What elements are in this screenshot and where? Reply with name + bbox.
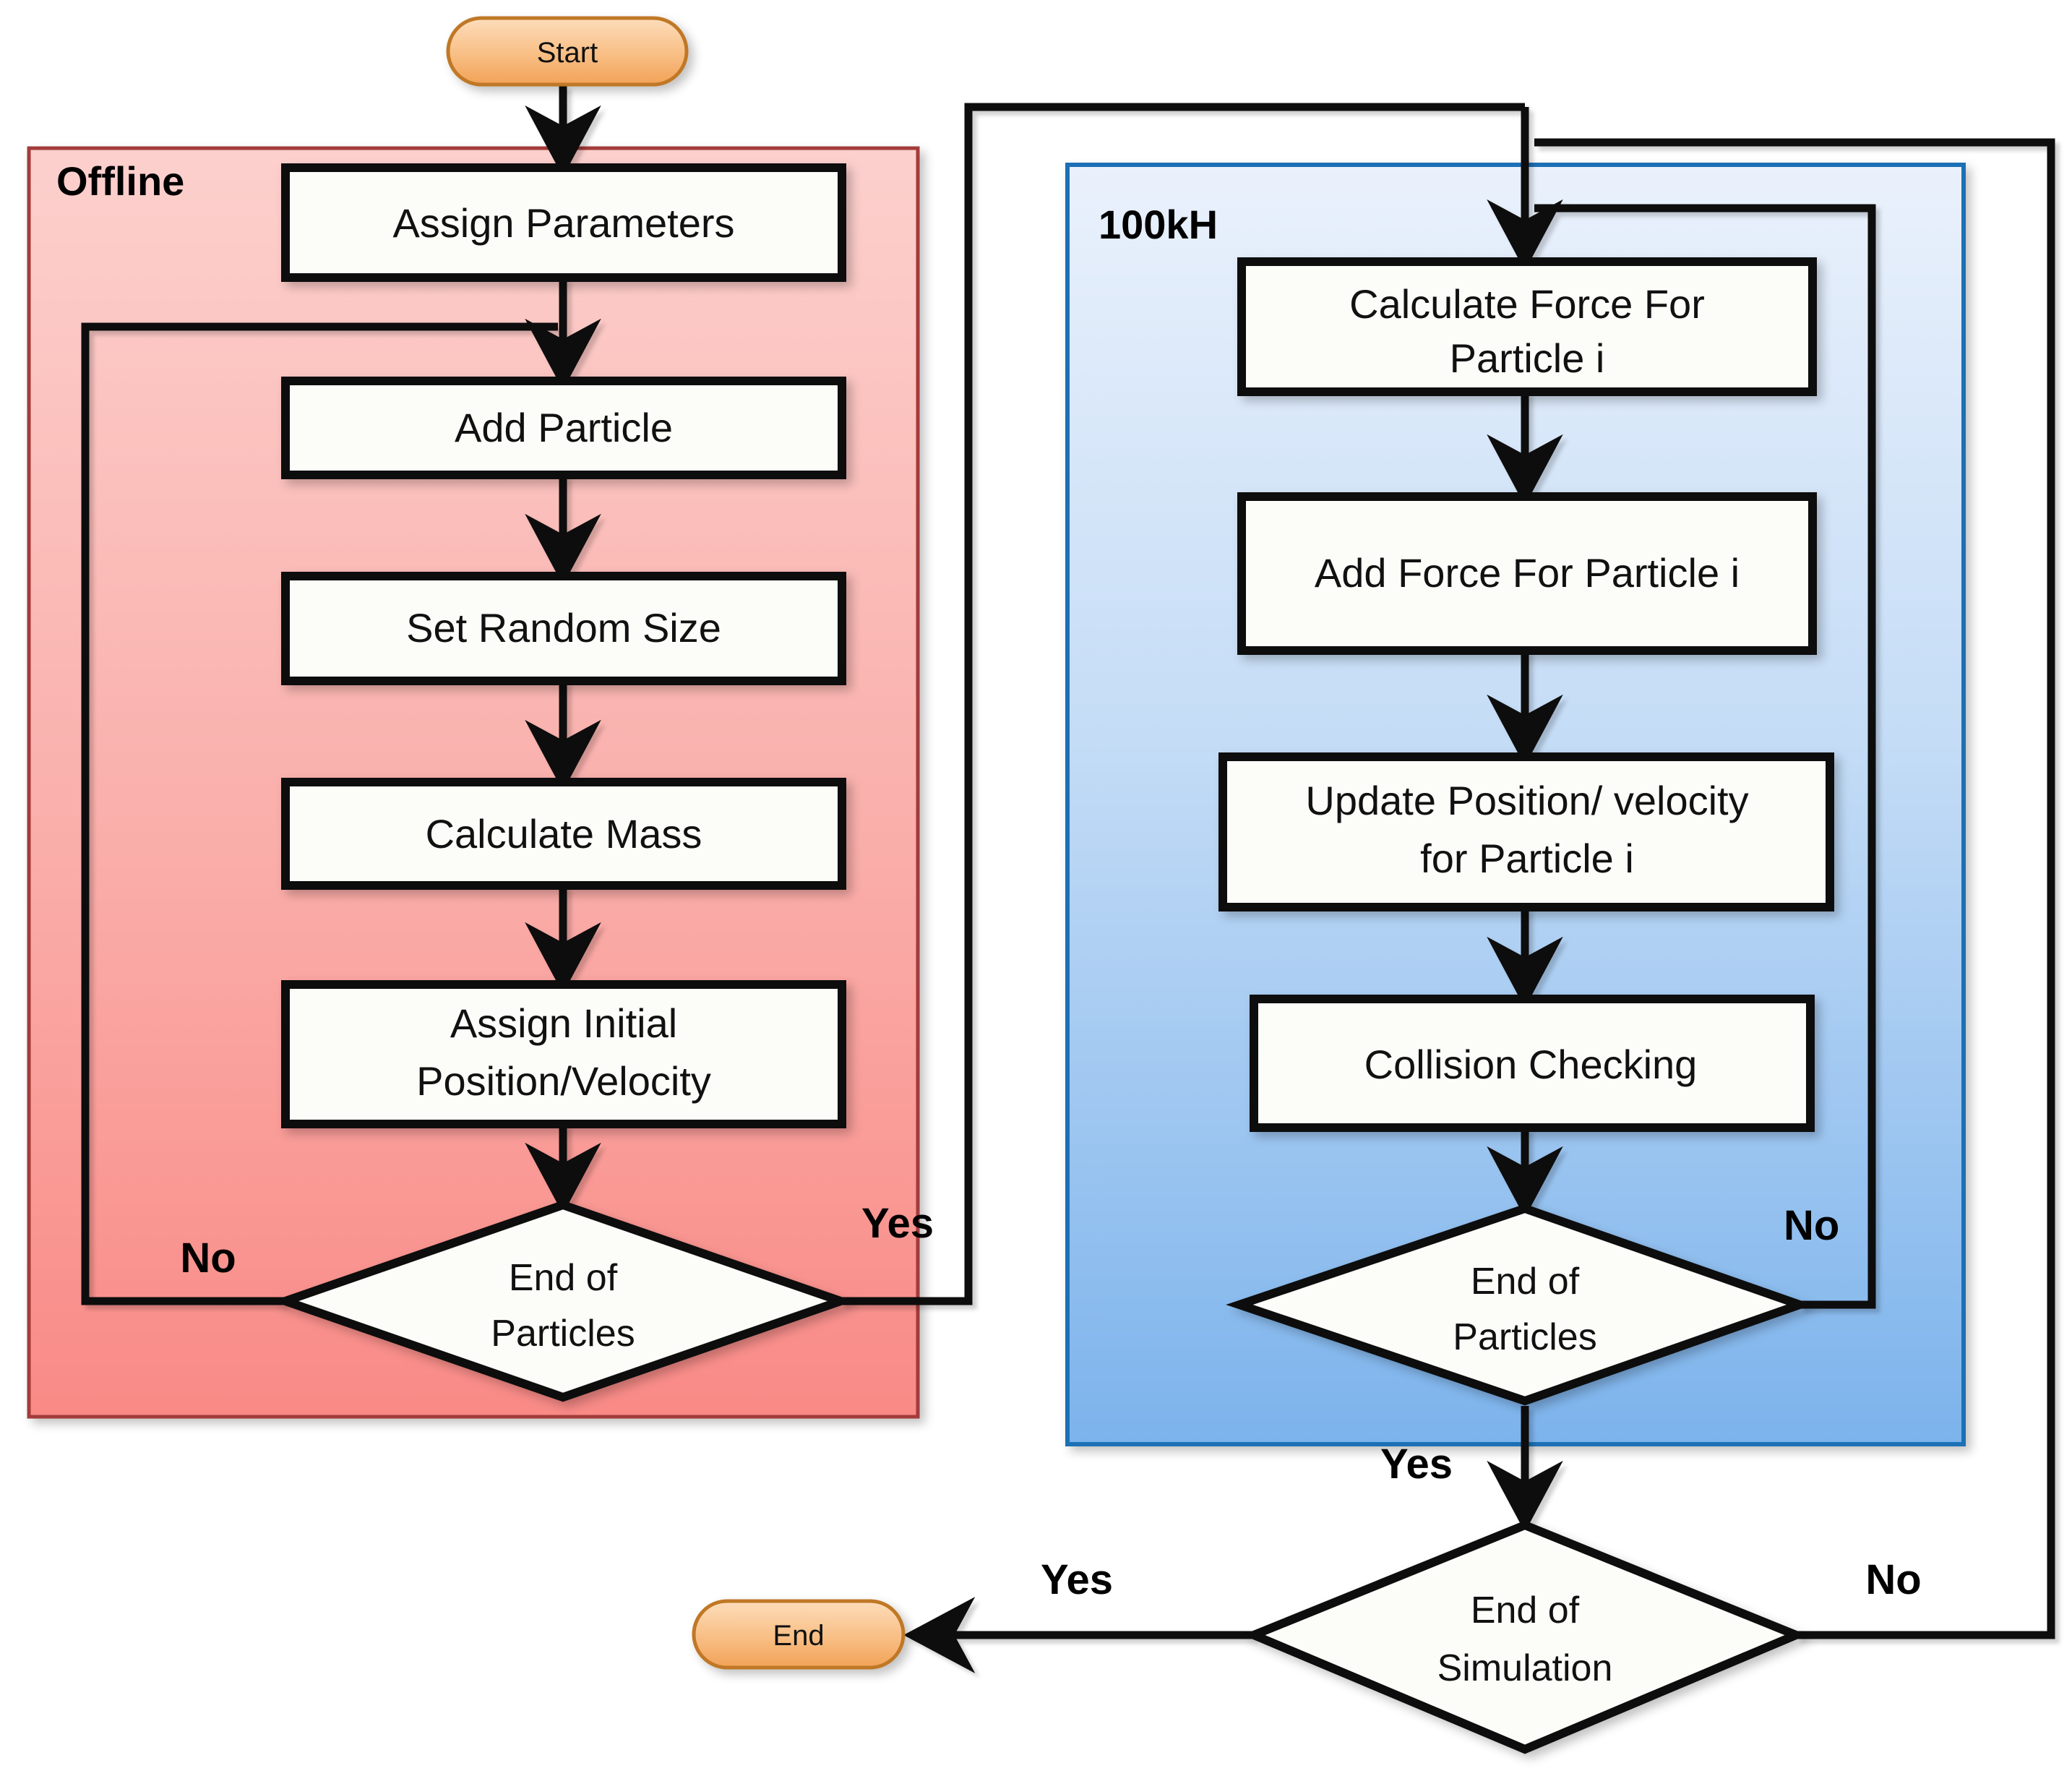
terminator-end-label: End (773, 1620, 824, 1652)
process-add-particle-label: Add Particle (455, 405, 673, 450)
edge-simulation-no-loopback (1534, 138, 2055, 1639)
edge-label-realtime-particles-no: No (1784, 1202, 1839, 1249)
decision-end-of-simulation: End of Simulation (1242, 1520, 1807, 1754)
group-label-offline: Offline (56, 158, 184, 204)
process-calculate-force-for-particle-i: Calculate Force For Particle i (1237, 257, 1817, 396)
process-assign-parameters-label: Assign Parameters (392, 200, 734, 246)
connector-layer (81, 85, 2055, 1673)
process-calculate-force-line2: Particle i (1450, 335, 1605, 381)
group-label-realtime: 100kH (1099, 202, 1218, 247)
edge-label-offline-particles-no: No (180, 1235, 236, 1282)
process-add-force-for-particle-i: Add Force For Particle i (1237, 492, 1817, 655)
process-update-position-velocity-for-particle-i: Update Position/ velocity for Particle i (1218, 752, 1834, 911)
process-calculate-force-line1: Calculate Force For (1349, 281, 1705, 327)
process-assign-initial-line2: Position/Velocity (416, 1058, 711, 1104)
terminator-start: Start (446, 16, 689, 87)
terminator-end: End (692, 1599, 906, 1670)
process-add-force-label: Add Force For Particle i (1315, 550, 1740, 596)
edge-offline-no-loopback (81, 322, 558, 1305)
process-update-position-line1: Update Position/ velocity (1305, 778, 1748, 823)
process-update-position-line2: for Particle i (1420, 836, 1634, 881)
decision-offline-label-line1: End of (509, 1257, 618, 1299)
process-assign-parameters: Assign Parameters (281, 163, 846, 282)
edge-offline-yes-to-realtime (841, 103, 1525, 1305)
edge-label-realtime-particles-yes: Yes (1380, 1441, 1453, 1488)
decision-realtime-label-line2: Particles (1453, 1316, 1596, 1358)
process-calculate-mass: Calculate Mass (281, 778, 846, 890)
decision-offline-label-line2: Particles (491, 1313, 635, 1355)
decision-simulation-label-line1: End of (1471, 1590, 1580, 1631)
decision-offline-end-of-particles: End of Particles (272, 1200, 854, 1402)
edge-label-simulation-yes: Yes (1041, 1556, 1113, 1603)
process-set-random-size: Set Random Size (281, 572, 846, 685)
decision-simulation-label-line2: Simulation (1437, 1647, 1613, 1689)
edge-label-simulation-no: No (1865, 1556, 1921, 1603)
process-collision-checking-label: Collision Checking (1364, 1042, 1698, 1087)
process-add-particle: Add Particle (281, 377, 846, 479)
edge-label-offline-particles-yes: Yes (861, 1200, 934, 1247)
process-assign-initial-line1: Assign Initial (450, 1000, 677, 1046)
process-assign-initial-position-velocity: Assign Initial Position/Velocity (281, 980, 846, 1128)
edge-realtime-no-loopback (1534, 204, 1876, 1309)
process-calculate-mass-label: Calculate Mass (426, 811, 702, 857)
decision-realtime-end-of-particles: End of Particles (1226, 1204, 1813, 1406)
terminator-start-label: Start (537, 37, 598, 69)
process-set-random-size-label: Set Random Size (406, 605, 721, 651)
decision-realtime-label-line1: End of (1471, 1261, 1580, 1303)
process-collision-checking: Collision Checking (1250, 995, 1815, 1132)
